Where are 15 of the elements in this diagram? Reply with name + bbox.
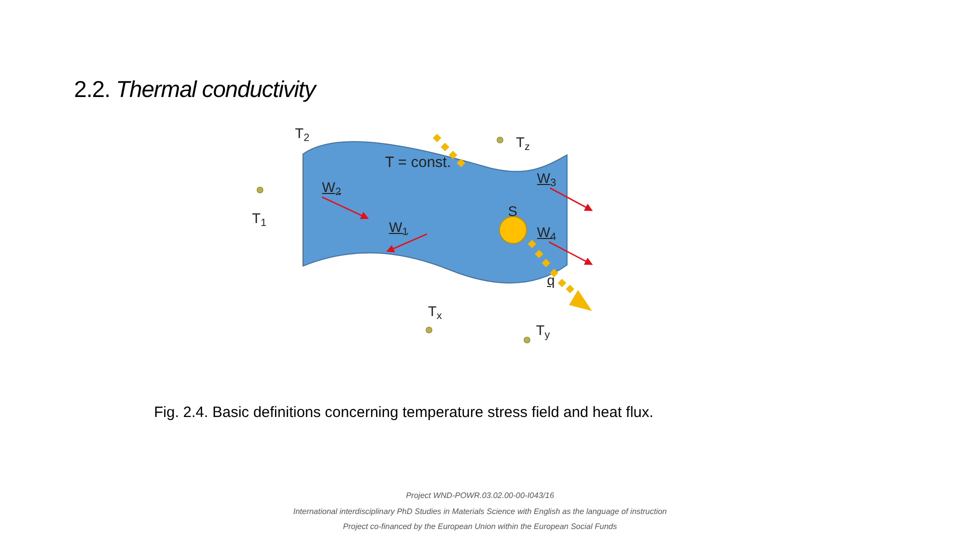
slide-title: 2.2. Thermal conductivity — [74, 75, 316, 104]
vector-label: W$_{2}$ — [322, 180, 342, 194]
footer-note: Project WND-POWR.03.02.00-00-I043/16 — [404, 490, 556, 502]
surface-label: T = const. — [385, 155, 452, 170]
temperature-label: T$_{z}$ — [516, 135, 530, 149]
temperature-label: T$_{x}$ — [428, 304, 442, 318]
vector-label: q — [547, 273, 555, 287]
figure-caption: Fig. 2.4. Basic definitions concerning temperature stress field and heat flux. — [154, 403, 654, 423]
source-label: S — [508, 204, 518, 218]
vector-label: W$_{3}$ — [537, 171, 556, 185]
footer-note: Project co-financed by the European Union within the European Social Funds — [342, 521, 618, 533]
temperature-label: T$_{1}$ — [252, 211, 266, 225]
footer-note: International interdisciplinary PhD Studies in Materials Science with English as the language of instruction — [292, 506, 668, 518]
vector-label: W$_{1}$ — [389, 220, 408, 234]
temperature-label: T$_{2}$ — [295, 126, 310, 140]
